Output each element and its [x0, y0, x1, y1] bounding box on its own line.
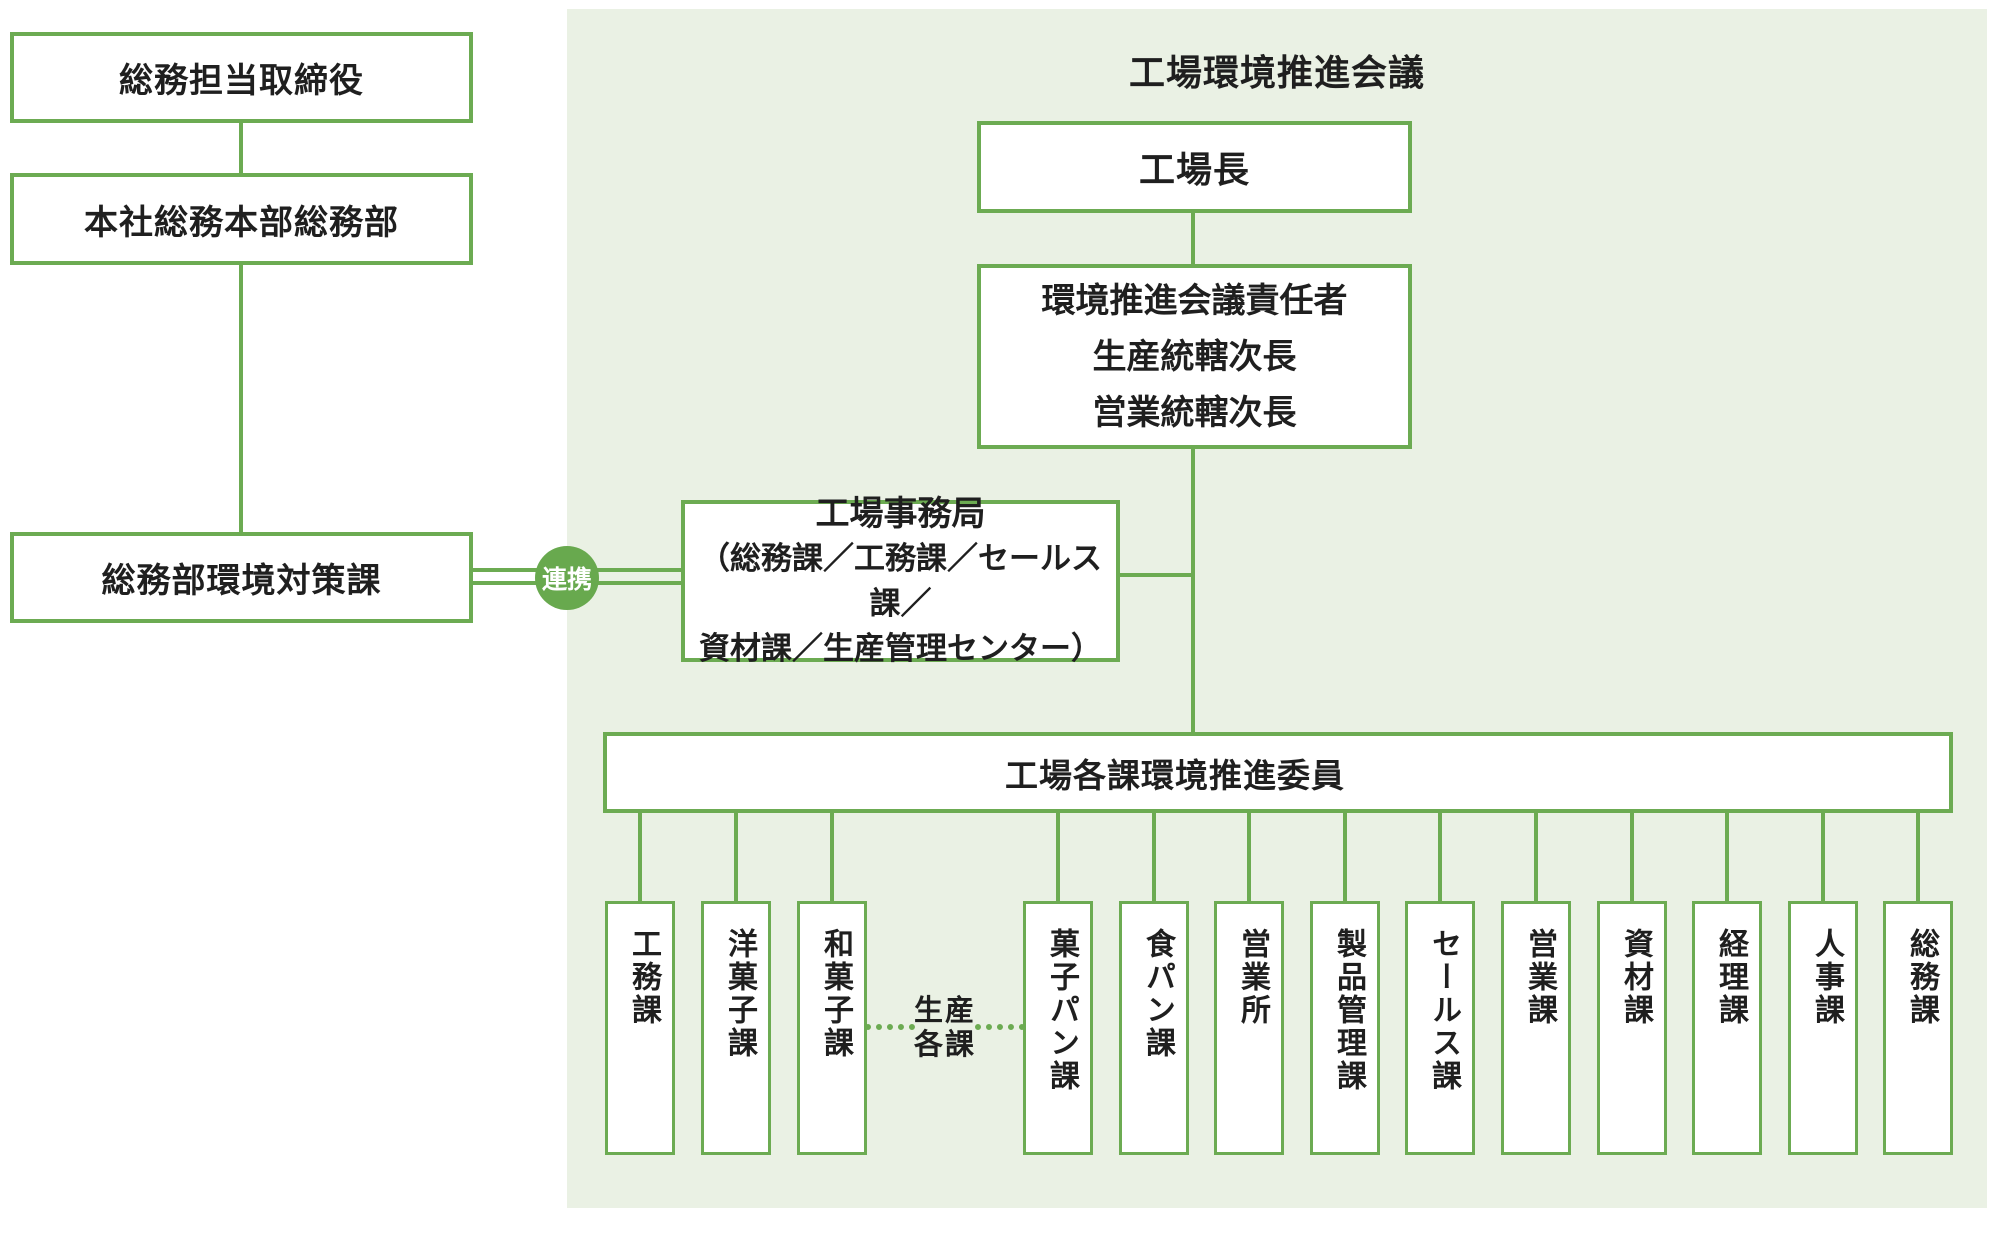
dept-box: セールス課 — [1405, 901, 1475, 1155]
box-label: 工場長 — [1138, 150, 1250, 191]
dept-label: 営業課 — [1522, 928, 1557, 1027]
connector-line — [1534, 811, 1538, 901]
dept-label: 工務課 — [626, 928, 661, 1027]
connector-line — [1630, 811, 1634, 901]
dept-box: 総務課 — [1883, 901, 1953, 1155]
dept-label: セールス課 — [1426, 928, 1461, 1093]
council-line: 営業統轄次長 — [1092, 392, 1297, 433]
connector-line — [638, 811, 642, 901]
note-line: 各課 — [913, 1027, 976, 1061]
box-factory-secretariat: 工場事務局 （総務課／工務課／セールス課／ 資材課／生産管理センター） — [681, 494, 1120, 667]
dept-box: 営業課 — [1501, 901, 1571, 1155]
panel-title: 工場環境推進会議 — [1128, 53, 1425, 94]
note-line: 生産 — [913, 993, 976, 1027]
dept-box: 製品管理課 — [1310, 901, 1380, 1155]
dept-box: 営業所 — [1214, 901, 1284, 1155]
connector-line — [1725, 811, 1729, 901]
committee-label: 工場各課環境推進委員 — [1005, 755, 1345, 795]
dept-label: 資材課 — [1618, 928, 1653, 1027]
link-badge-label: 連携 — [541, 565, 592, 594]
connector-line — [1438, 811, 1442, 901]
connector-line — [1247, 811, 1251, 901]
box-label: 本社総務本部総務部 — [84, 202, 399, 243]
link-badge: 連携 — [535, 546, 599, 610]
dept-box: 人事課 — [1788, 901, 1858, 1155]
dept-label: 食パン課 — [1140, 928, 1175, 1060]
connector-line — [734, 811, 738, 901]
connector-line — [1916, 811, 1920, 901]
dept-label: 人事課 — [1809, 928, 1844, 1027]
production-sections-note: 生産 各課 — [897, 993, 993, 1061]
dotted-link-right — [975, 1024, 1025, 1030]
connector-line — [1118, 573, 1195, 577]
dept-label: 経理課 — [1713, 928, 1748, 1027]
dept-box: 食パン課 — [1119, 901, 1189, 1155]
connector-line — [1152, 811, 1156, 901]
secretariat-line: 工場事務局 — [815, 494, 986, 534]
dotted-link-left — [865, 1024, 915, 1030]
box-council-leaders: 環境推進会議責任者 生産統轄次長 営業統轄次長 — [977, 264, 1412, 449]
connector-line — [1191, 211, 1195, 266]
council-line: 環境推進会議責任者 — [1041, 280, 1348, 321]
box-committee: 工場各課環境推進委員 — [603, 732, 1953, 813]
connector-line — [239, 121, 243, 175]
dept-box: 経理課 — [1692, 901, 1762, 1155]
box-label: 総務担当取締役 — [119, 61, 364, 101]
box-label: 総務部環境対策課 — [101, 561, 382, 601]
connector-line — [830, 811, 834, 901]
box-environment-countermeasures-section: 総務部環境対策課 — [10, 532, 473, 623]
dept-label: 総務課 — [1904, 928, 1939, 1027]
dept-label: 菓子パン課 — [1044, 928, 1079, 1093]
connector-line — [1343, 811, 1347, 901]
dept-label: 洋菓子課 — [722, 928, 757, 1060]
dept-label: 営業所 — [1235, 928, 1270, 1027]
dept-box: 資材課 — [1597, 901, 1667, 1155]
dept-box: 工務課 — [605, 901, 675, 1155]
box-head-office-general-affairs: 本社総務本部総務部 — [10, 173, 473, 265]
connector-line — [1191, 447, 1195, 734]
connector-line — [239, 263, 243, 534]
secretariat-line: （総務課／工務課／セールス課／ — [699, 541, 1102, 622]
box-head-office-director: 総務担当取締役 — [10, 32, 473, 123]
dept-box: 菓子パン課 — [1023, 901, 1093, 1155]
dept-box: 洋菓子課 — [701, 901, 771, 1155]
connector-line — [1056, 811, 1060, 901]
connector-line — [1821, 811, 1825, 901]
box-factory-manager: 工場長 — [977, 121, 1412, 213]
dept-label: 製品管理課 — [1331, 928, 1366, 1093]
secretariat-line: 資材課／生産管理センター） — [699, 631, 1102, 667]
dept-label: 和菓子課 — [818, 928, 853, 1060]
council-line: 生産統轄次長 — [1092, 336, 1297, 377]
dept-box: 和菓子課 — [797, 901, 867, 1155]
